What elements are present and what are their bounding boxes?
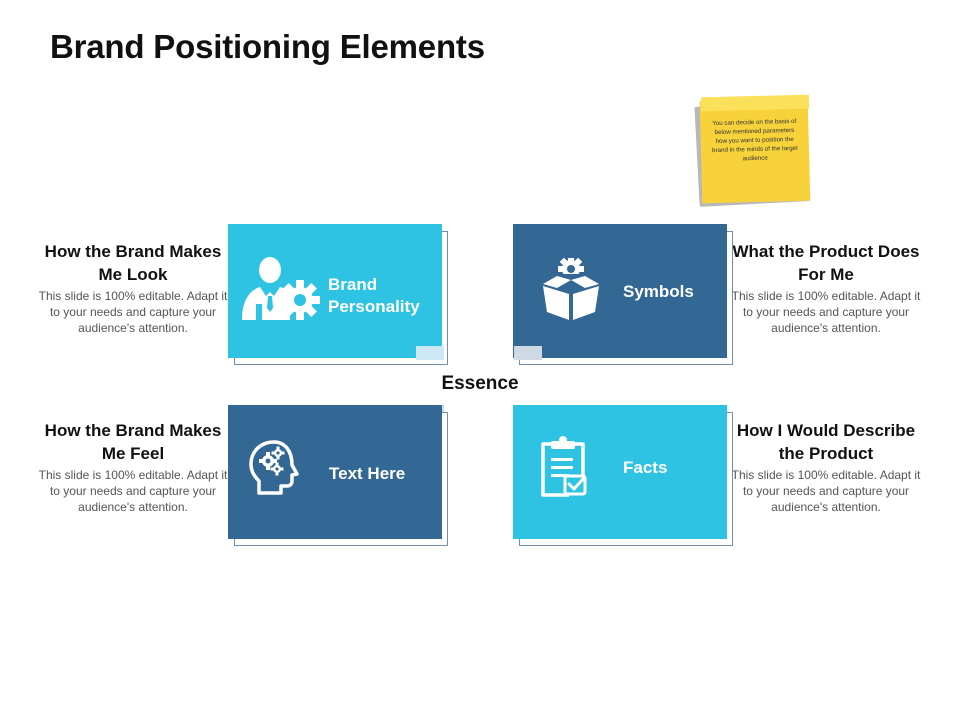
tile-label: Facts bbox=[623, 458, 668, 477]
block-body: This slide is 100% editable. Adapt it to… bbox=[731, 468, 921, 514]
block-look: How the Brand Makes Me Look This slide i… bbox=[38, 240, 228, 336]
sticky-note: You can decide on the basis of below men… bbox=[694, 94, 813, 208]
tile-label: Text Here bbox=[329, 464, 406, 483]
block-body: This slide is 100% editable. Adapt it to… bbox=[38, 289, 228, 335]
block-heading: What the Product Does For Me bbox=[732, 242, 920, 284]
block-feel: How the Brand Makes Me Feel This slide i… bbox=[38, 419, 228, 515]
tile-facts: Facts bbox=[513, 405, 727, 539]
sticky-note-paper: You can decide on the basis of below men… bbox=[699, 98, 811, 204]
tile-brand-personality: Brand Personality bbox=[228, 224, 442, 358]
tile-label: Symbols bbox=[623, 282, 694, 301]
block-body: This slide is 100% editable. Adapt it to… bbox=[731, 289, 921, 335]
tile-label: Brand Personality bbox=[328, 275, 420, 316]
page-title: Brand Positioning Elements bbox=[50, 28, 485, 65]
businessman-gear-icon bbox=[242, 257, 320, 320]
essence-label: Essence bbox=[441, 373, 519, 394]
block-does: What the Product Does For Me This slide … bbox=[731, 240, 921, 336]
tile-symbols: Symbols bbox=[513, 224, 727, 358]
block-body: This slide is 100% editable. Adapt it to… bbox=[38, 468, 228, 514]
tile-corner bbox=[514, 346, 542, 360]
block-describe: How I Would Describe the Product This sl… bbox=[725, 419, 927, 515]
clipboard-check-icon bbox=[541, 436, 587, 497]
tile-text-here: Text Here bbox=[228, 405, 442, 539]
block-heading: How the Brand Makes Me Look bbox=[44, 242, 222, 284]
box-gear-icon bbox=[539, 258, 603, 322]
block-heading: How I Would Describe the Product bbox=[736, 421, 916, 463]
head-gears-icon bbox=[249, 440, 299, 495]
tile-corner bbox=[416, 346, 444, 360]
block-heading: How the Brand Makes Me Feel bbox=[44, 421, 222, 463]
sticky-note-text: You can decide on the basis of below men… bbox=[712, 117, 798, 163]
sticky-note-band bbox=[700, 94, 810, 112]
